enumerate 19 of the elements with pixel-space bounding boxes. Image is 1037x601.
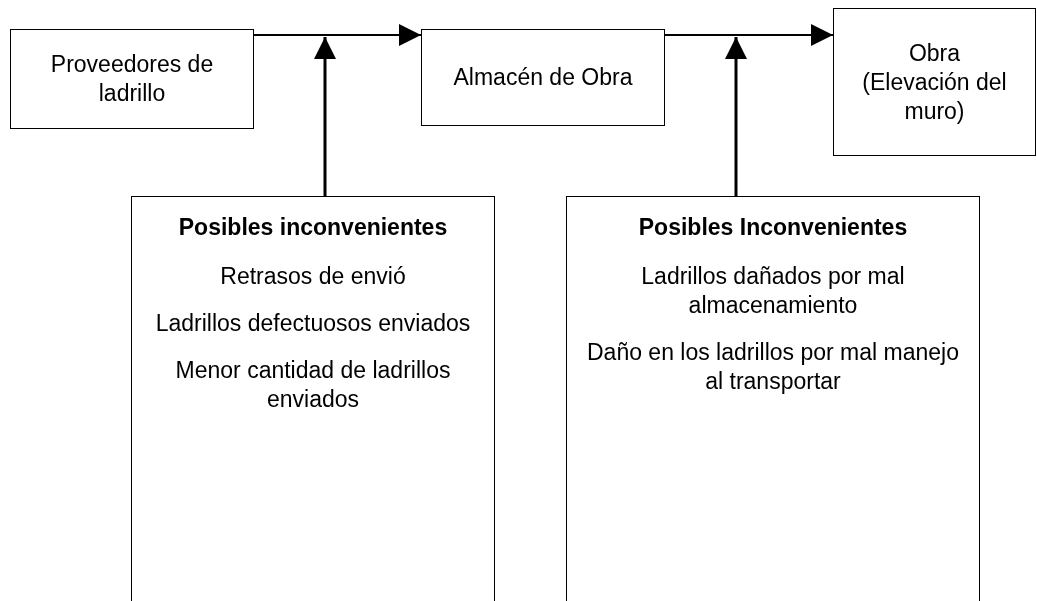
note-item: Ladrillos dañados por mal almacenamiento: [640, 262, 906, 320]
process-box: [833, 8, 1036, 156]
process-box: [421, 29, 665, 126]
note-item: Daño en los ladrillos por mal manejo al transportar: [586, 338, 960, 396]
note-item: Ladrillos defectuosos enviados: [155, 309, 471, 338]
note-heading: Posibles inconvenientes: [178, 213, 448, 242]
box-label: Proveedores de ladrillo: [49, 50, 215, 108]
box-label: Obra (Elevación del muro): [861, 38, 1008, 126]
box-label: Almacén de Obra: [453, 63, 633, 92]
arrow: [253, 24, 422, 46]
process-box: [10, 29, 254, 129]
note-item: Menor cantidad de ladrillos enviados: [174, 356, 452, 414]
arrow: [664, 24, 834, 46]
note-box: [131, 196, 495, 601]
note-item: Retrasos de envió: [220, 262, 406, 291]
note-box: [566, 196, 980, 601]
note-heading: Posibles Inconvenientes: [638, 213, 908, 242]
arrow: [725, 37, 747, 196]
arrow: [314, 37, 336, 196]
